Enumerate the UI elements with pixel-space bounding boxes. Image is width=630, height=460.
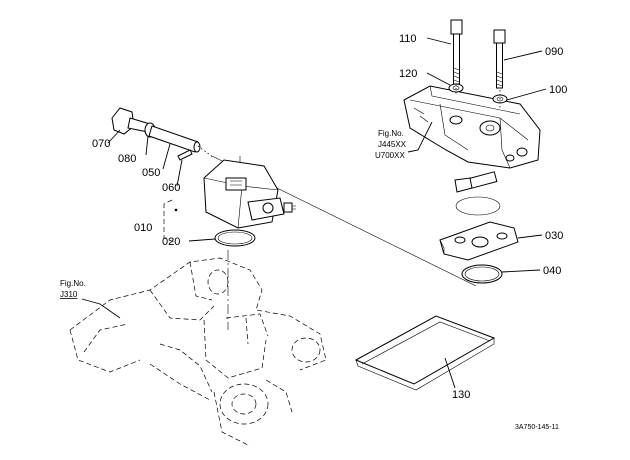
bolt-110 (450, 19, 463, 85)
o-ring-040 (461, 264, 503, 284)
adapter-plate-030 (439, 221, 519, 261)
transmission-housing-ghost (69, 257, 327, 447)
drawing-code: 3A750-145-11 (515, 424, 559, 431)
callout-110: 110 (399, 33, 417, 45)
fig-ref-right-line2: J445XX (378, 140, 407, 149)
hydraulic-block-010 (203, 159, 296, 229)
shaft-050 (148, 125, 201, 153)
fig-ref-right-line1: Fig.No. (378, 129, 404, 138)
callout-060: 060 (162, 182, 180, 194)
fig-ref-left-line1: Fig.No. (60, 279, 86, 288)
callout-030: 030 (545, 230, 563, 242)
gasket-130 (354, 315, 496, 391)
callout-070: 070 (92, 138, 110, 150)
fig-ref-left-line2: J310 (60, 290, 78, 299)
callout-100: 100 (549, 84, 567, 96)
callout-020: 020 (162, 236, 180, 248)
callout-040: 040 (543, 265, 561, 277)
callout-130: 130 (452, 389, 470, 401)
figure-reference-left: Fig.No. J310 (60, 279, 86, 299)
callout-120: 120 (399, 68, 417, 80)
o-ring-upper (455, 196, 501, 216)
control-valve-assembly (403, 85, 541, 193)
callout-010: 010 (134, 222, 152, 234)
callout-080: 080 (118, 153, 136, 165)
pin-060 (177, 149, 193, 161)
o-ring-020 (214, 229, 256, 247)
group-bracket (163, 199, 175, 243)
adjusting-knob-070 (111, 107, 151, 135)
bolt-090 (493, 29, 506, 89)
fig-ref-right-line3: U700XX (375, 151, 405, 160)
leader-lines (81, 37, 547, 389)
callout-090: 090 (545, 46, 563, 58)
callout-050: 050 (142, 167, 160, 179)
figure-reference-right: Fig.No. J445XX U700XX (375, 129, 407, 160)
